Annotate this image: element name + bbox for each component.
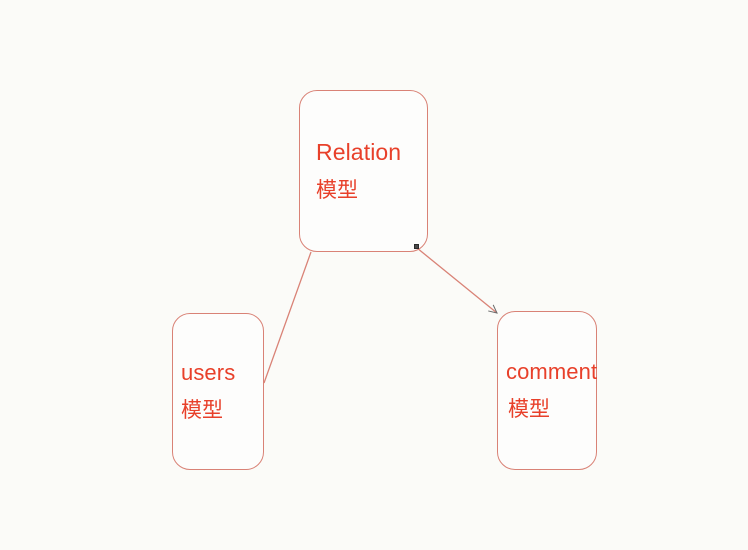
node-relation[interactable]: Relation 模型 (299, 90, 428, 252)
node-comment[interactable]: comment 模型 (497, 311, 597, 470)
connector-relation-to-users[interactable] (263, 251, 312, 384)
node-comment-subtitle: 模型 (508, 396, 550, 421)
relation-bottom-right-handle[interactable] (414, 244, 419, 249)
node-users-subtitle: 模型 (181, 397, 223, 422)
node-users[interactable]: users 模型 (172, 313, 264, 470)
node-relation-title: Relation (316, 138, 402, 165)
connector-relation-to-comment[interactable] (416, 247, 498, 314)
node-relation-subtitle: 模型 (316, 177, 358, 202)
node-comment-title: comment (506, 358, 598, 384)
arrowhead-relation-to-comment (488, 304, 498, 314)
node-users-title: users (181, 359, 236, 385)
